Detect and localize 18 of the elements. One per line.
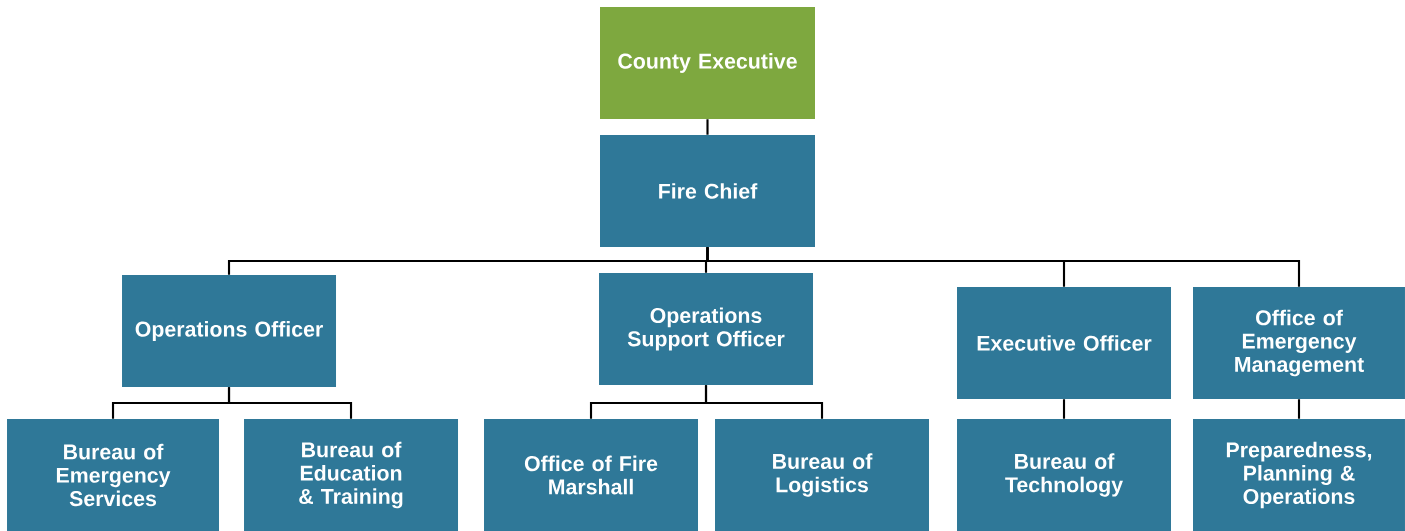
org-box: Fire Chief xyxy=(600,135,815,247)
org-box: Bureau of Education & Training xyxy=(244,419,458,531)
org-box: Preparedness, Planning & Operations xyxy=(1193,419,1405,531)
connector-line xyxy=(704,385,824,419)
org-box: Bureau of Technology xyxy=(957,419,1171,531)
org-box: Bureau of Logistics xyxy=(715,419,929,531)
connector-line xyxy=(706,119,709,135)
connector-line xyxy=(1062,399,1066,419)
org-box: Bureau of Emergency Services xyxy=(7,419,219,531)
connector-line xyxy=(706,247,1301,287)
org-box: Operations Officer xyxy=(122,275,336,387)
connector-line xyxy=(227,387,353,419)
org-box: Executive Officer xyxy=(957,287,1171,399)
org-box: Operations Support Officer xyxy=(599,273,813,385)
org-box: Office of Emergency Management xyxy=(1193,287,1405,399)
org-box: Office of Fire Marshall xyxy=(484,419,698,531)
connector-line xyxy=(1297,399,1301,419)
org-box: County Executive xyxy=(600,7,815,119)
